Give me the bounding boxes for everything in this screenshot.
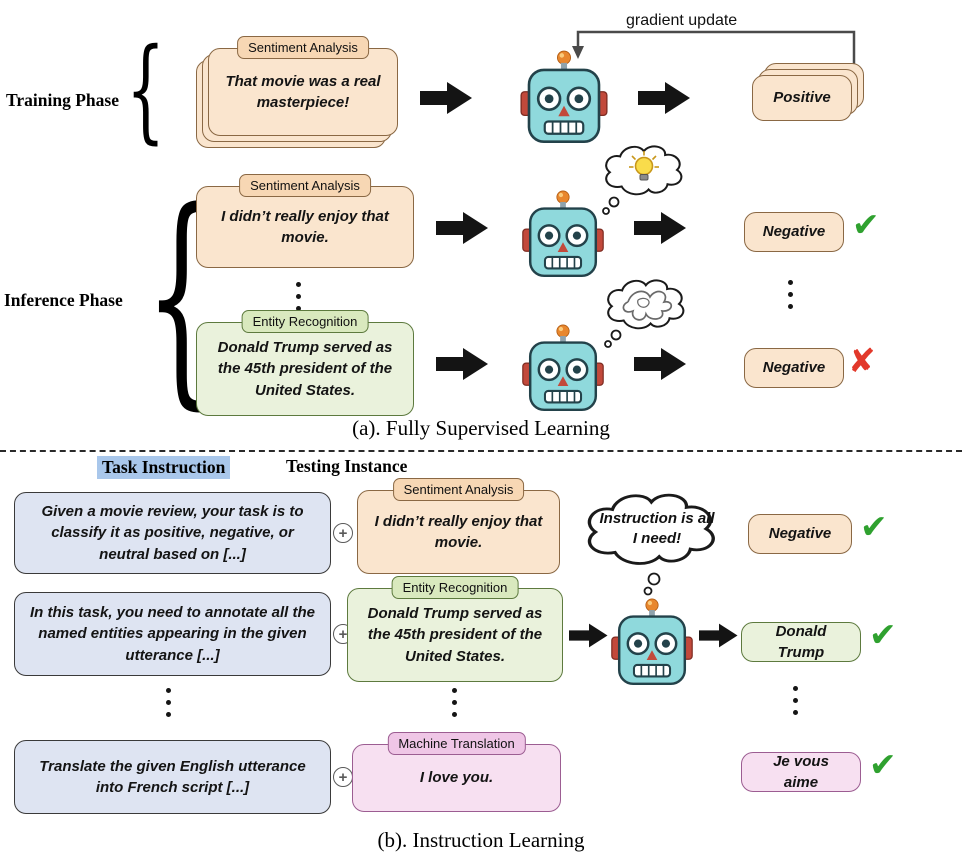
training-output-card-stack: Positive [752,63,864,121]
arrow-right-icon [436,348,488,380]
dot [296,294,301,299]
arrow-right-icon [436,212,488,244]
dot [452,700,457,705]
circled-plus-icon: + [333,523,353,543]
correct-check-icon: ✔ [852,205,880,244]
lightbulb-thought-bubble-icon [602,145,683,215]
instruction-text: Given a movie review, your task is to cl… [41,503,304,563]
brace-icon: { [126,25,166,155]
ellipsis-dots [788,280,793,309]
robot-icon [611,597,693,686]
dot [166,688,171,693]
instruction-text: In this task, you need to annotate all t… [29,604,316,664]
training-input-card-stack: Sentiment Analysis That movie was a real… [196,36,398,148]
arrow-right-icon [634,212,686,244]
ellipsis-dots [793,686,798,715]
output-text: Negative [768,525,832,543]
correct-check-icon: ✔ [869,615,897,654]
task-tag-sentiment: Sentiment Analysis [237,36,369,59]
arrow-right-icon [569,623,608,648]
dot [166,700,171,705]
thought-bubble-icon [587,493,715,596]
arrow-right-icon [638,82,690,114]
ellipsis-dots [296,282,301,311]
instance-card-translation: Machine Translation I love you. [352,732,561,812]
dot [788,292,793,297]
dot [788,280,793,285]
gradient-update-label: gradient update [626,12,738,29]
instance-text: I didn’t really enjoy that movie. [374,512,543,551]
incorrect-cross-icon: ✘ [848,341,876,380]
inference-input-card-entity: Entity Recognition Donald Trump served a… [196,310,414,416]
instruction-card-translation: Translate the given English utterance in… [14,740,331,814]
dot [166,712,171,717]
task-tag-translation: Machine Translation [387,732,526,755]
training-output-card: Positive [752,75,852,121]
output-text: Je vous aime [773,752,829,791]
circled-plus-icon: + [333,767,353,787]
correct-check-icon: ✔ [860,507,888,546]
dot [296,306,301,311]
gradient-update-loop-arrow [572,30,856,64]
instance-card-entity: Entity Recognition Donald Trump served a… [347,576,563,682]
training-input-text: That movie was a real masterpiece! [225,72,381,111]
instruction-card-entity: In this task, you need to annotate all t… [14,592,331,676]
inference-output-card: Negative [744,212,844,252]
dot [452,688,457,693]
correct-check-icon: ✔ [869,745,897,784]
inference-input-text: Donald Trump served as the 45th presiden… [217,339,393,399]
robot-icon [522,323,604,412]
section-divider [0,450,962,452]
inference-output-text: Negative [762,223,826,241]
instance-card-sentiment: Sentiment Analysis I didn’t really enjoy… [357,478,560,574]
dot [788,304,793,309]
robot-icon [520,49,608,143]
caption-a: (a). Fully Supervised Learning [352,416,610,440]
task-tag-entity: Entity Recognition [241,310,369,333]
training-phase-label: Training Phase [6,90,119,110]
arrow-right-icon [699,623,738,648]
inference-input-text: I didn’t really enjoy that movie. [221,207,389,246]
robot-thought-text: Instruction is all I need! [599,510,715,548]
dot [296,282,301,287]
task-tag-entity: Entity Recognition [391,576,519,599]
confused-scribble-thought-bubble-icon [604,279,685,348]
ellipsis-dots [166,688,171,717]
dot [793,686,798,691]
training-input-card: Sentiment Analysis That movie was a real… [208,36,398,136]
robot-icon [522,189,604,278]
ellipsis-dots [452,688,457,717]
dot [452,712,457,717]
testing-instance-header: Testing Instance [286,456,408,476]
output-card: Negative [748,514,852,554]
instance-text: I love you. [419,769,494,787]
training-output-text: Positive [773,89,831,107]
instance-text: Donald Trump served as the 45th presiden… [367,605,543,665]
arrow-right-icon [420,82,472,114]
instruction-card-sentiment: Given a movie review, your task is to cl… [14,492,331,574]
task-instruction-header: Task Instruction [97,456,231,479]
dot [793,710,798,715]
dot [793,698,798,703]
inference-input-card-sentiment: Sentiment Analysis I didn’t really enjoy… [196,174,414,268]
inference-output-card: Negative [744,348,844,388]
instruction-text: Translate the given English utterance in… [39,757,306,796]
output-card: Je vous aime [741,752,861,792]
task-tag-sentiment: Sentiment Analysis [239,174,371,197]
inference-output-text: Negative [762,359,826,377]
output-text: Donald Trump [775,622,827,661]
caption-b: (b). Instruction Learning [377,828,585,852]
task-tag-sentiment: Sentiment Analysis [392,478,525,501]
output-card: Donald Trump [741,622,861,662]
arrow-right-icon [634,348,686,380]
inference-phase-label: Inference Phase [4,290,123,310]
